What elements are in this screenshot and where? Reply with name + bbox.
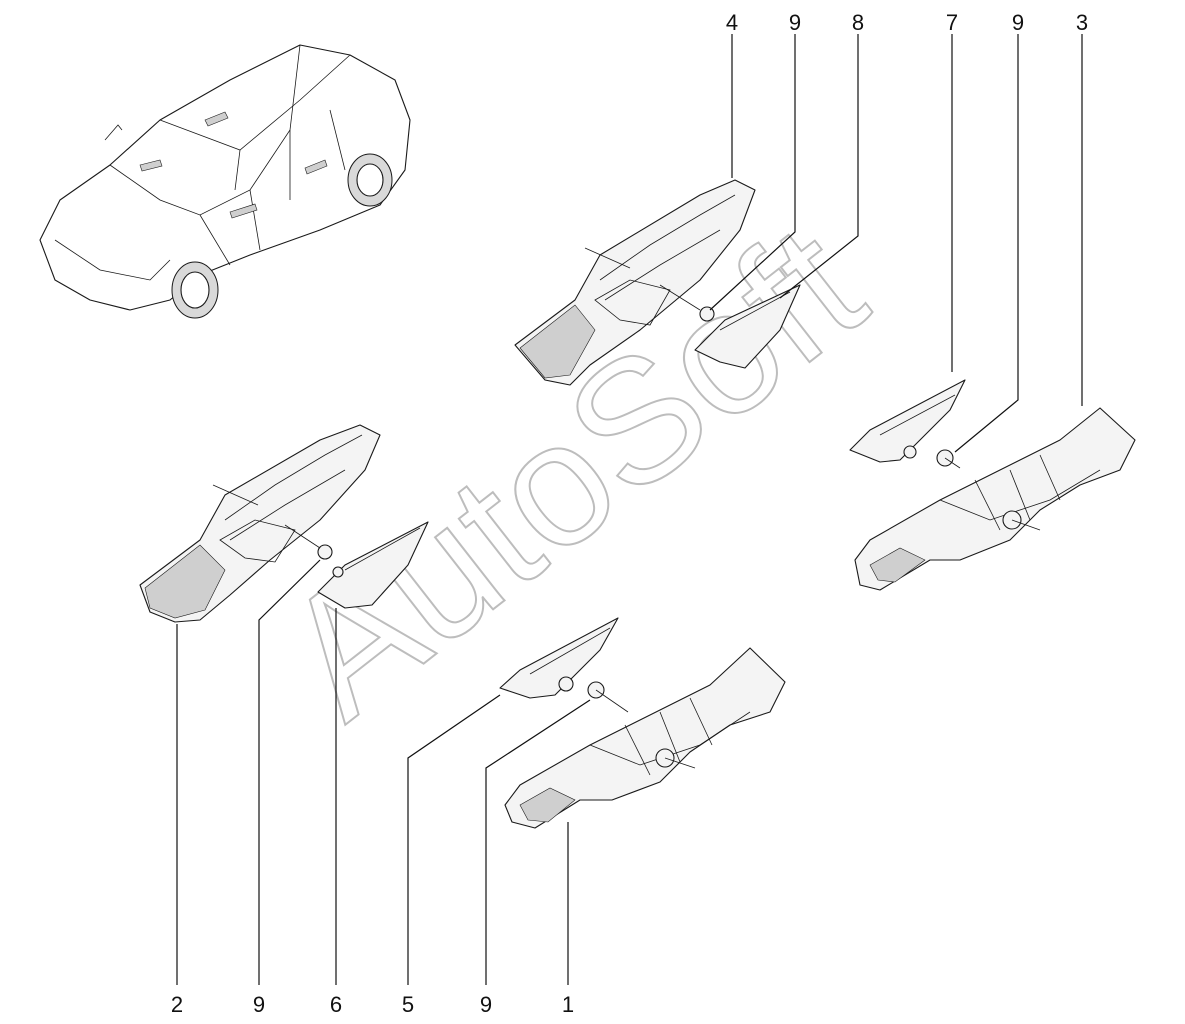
callout-9-top: 9 bbox=[789, 10, 801, 35]
callout-4: 4 bbox=[726, 10, 738, 35]
part-9-screw-upper bbox=[659, 284, 715, 322]
callouts-top: 4 9 8 7 9 3 bbox=[726, 10, 1088, 35]
callout-5: 5 bbox=[402, 992, 414, 1017]
callout-9-left: 9 bbox=[253, 992, 265, 1017]
part-7-bracket bbox=[849, 379, 966, 463]
part-9-screw-right bbox=[936, 449, 961, 469]
leader-9-top bbox=[709, 34, 796, 311]
part-8-cover bbox=[694, 284, 801, 369]
part-5-bracket bbox=[499, 617, 619, 699]
leader-9-right bbox=[954, 34, 1019, 453]
leader-5 bbox=[407, 694, 501, 985]
part-4-housing bbox=[514, 179, 756, 386]
callout-6: 6 bbox=[330, 992, 342, 1017]
leader-8 bbox=[779, 34, 859, 299]
callouts-bottom: 2 9 6 5 9 1 bbox=[171, 992, 574, 1017]
leader-9-left bbox=[258, 559, 321, 985]
callout-7: 7 bbox=[946, 10, 958, 35]
part-9-screw-left bbox=[284, 524, 333, 560]
part-3-long-housing bbox=[854, 407, 1136, 591]
car-overview-illustration bbox=[39, 44, 411, 319]
part-2-housing bbox=[139, 424, 381, 623]
part-9-screw-lower bbox=[587, 681, 629, 713]
callout-2: 2 bbox=[171, 992, 183, 1017]
leader-9-lower bbox=[485, 699, 591, 985]
callout-3: 3 bbox=[1076, 10, 1088, 35]
leader-lines bbox=[176, 34, 1083, 985]
callout-8: 8 bbox=[852, 10, 864, 35]
callout-1: 1 bbox=[562, 992, 574, 1017]
part-1-long-housing bbox=[504, 647, 786, 829]
part-6-cover bbox=[317, 521, 429, 609]
callout-9-lower: 9 bbox=[480, 992, 492, 1017]
callout-9-right: 9 bbox=[1012, 10, 1024, 35]
